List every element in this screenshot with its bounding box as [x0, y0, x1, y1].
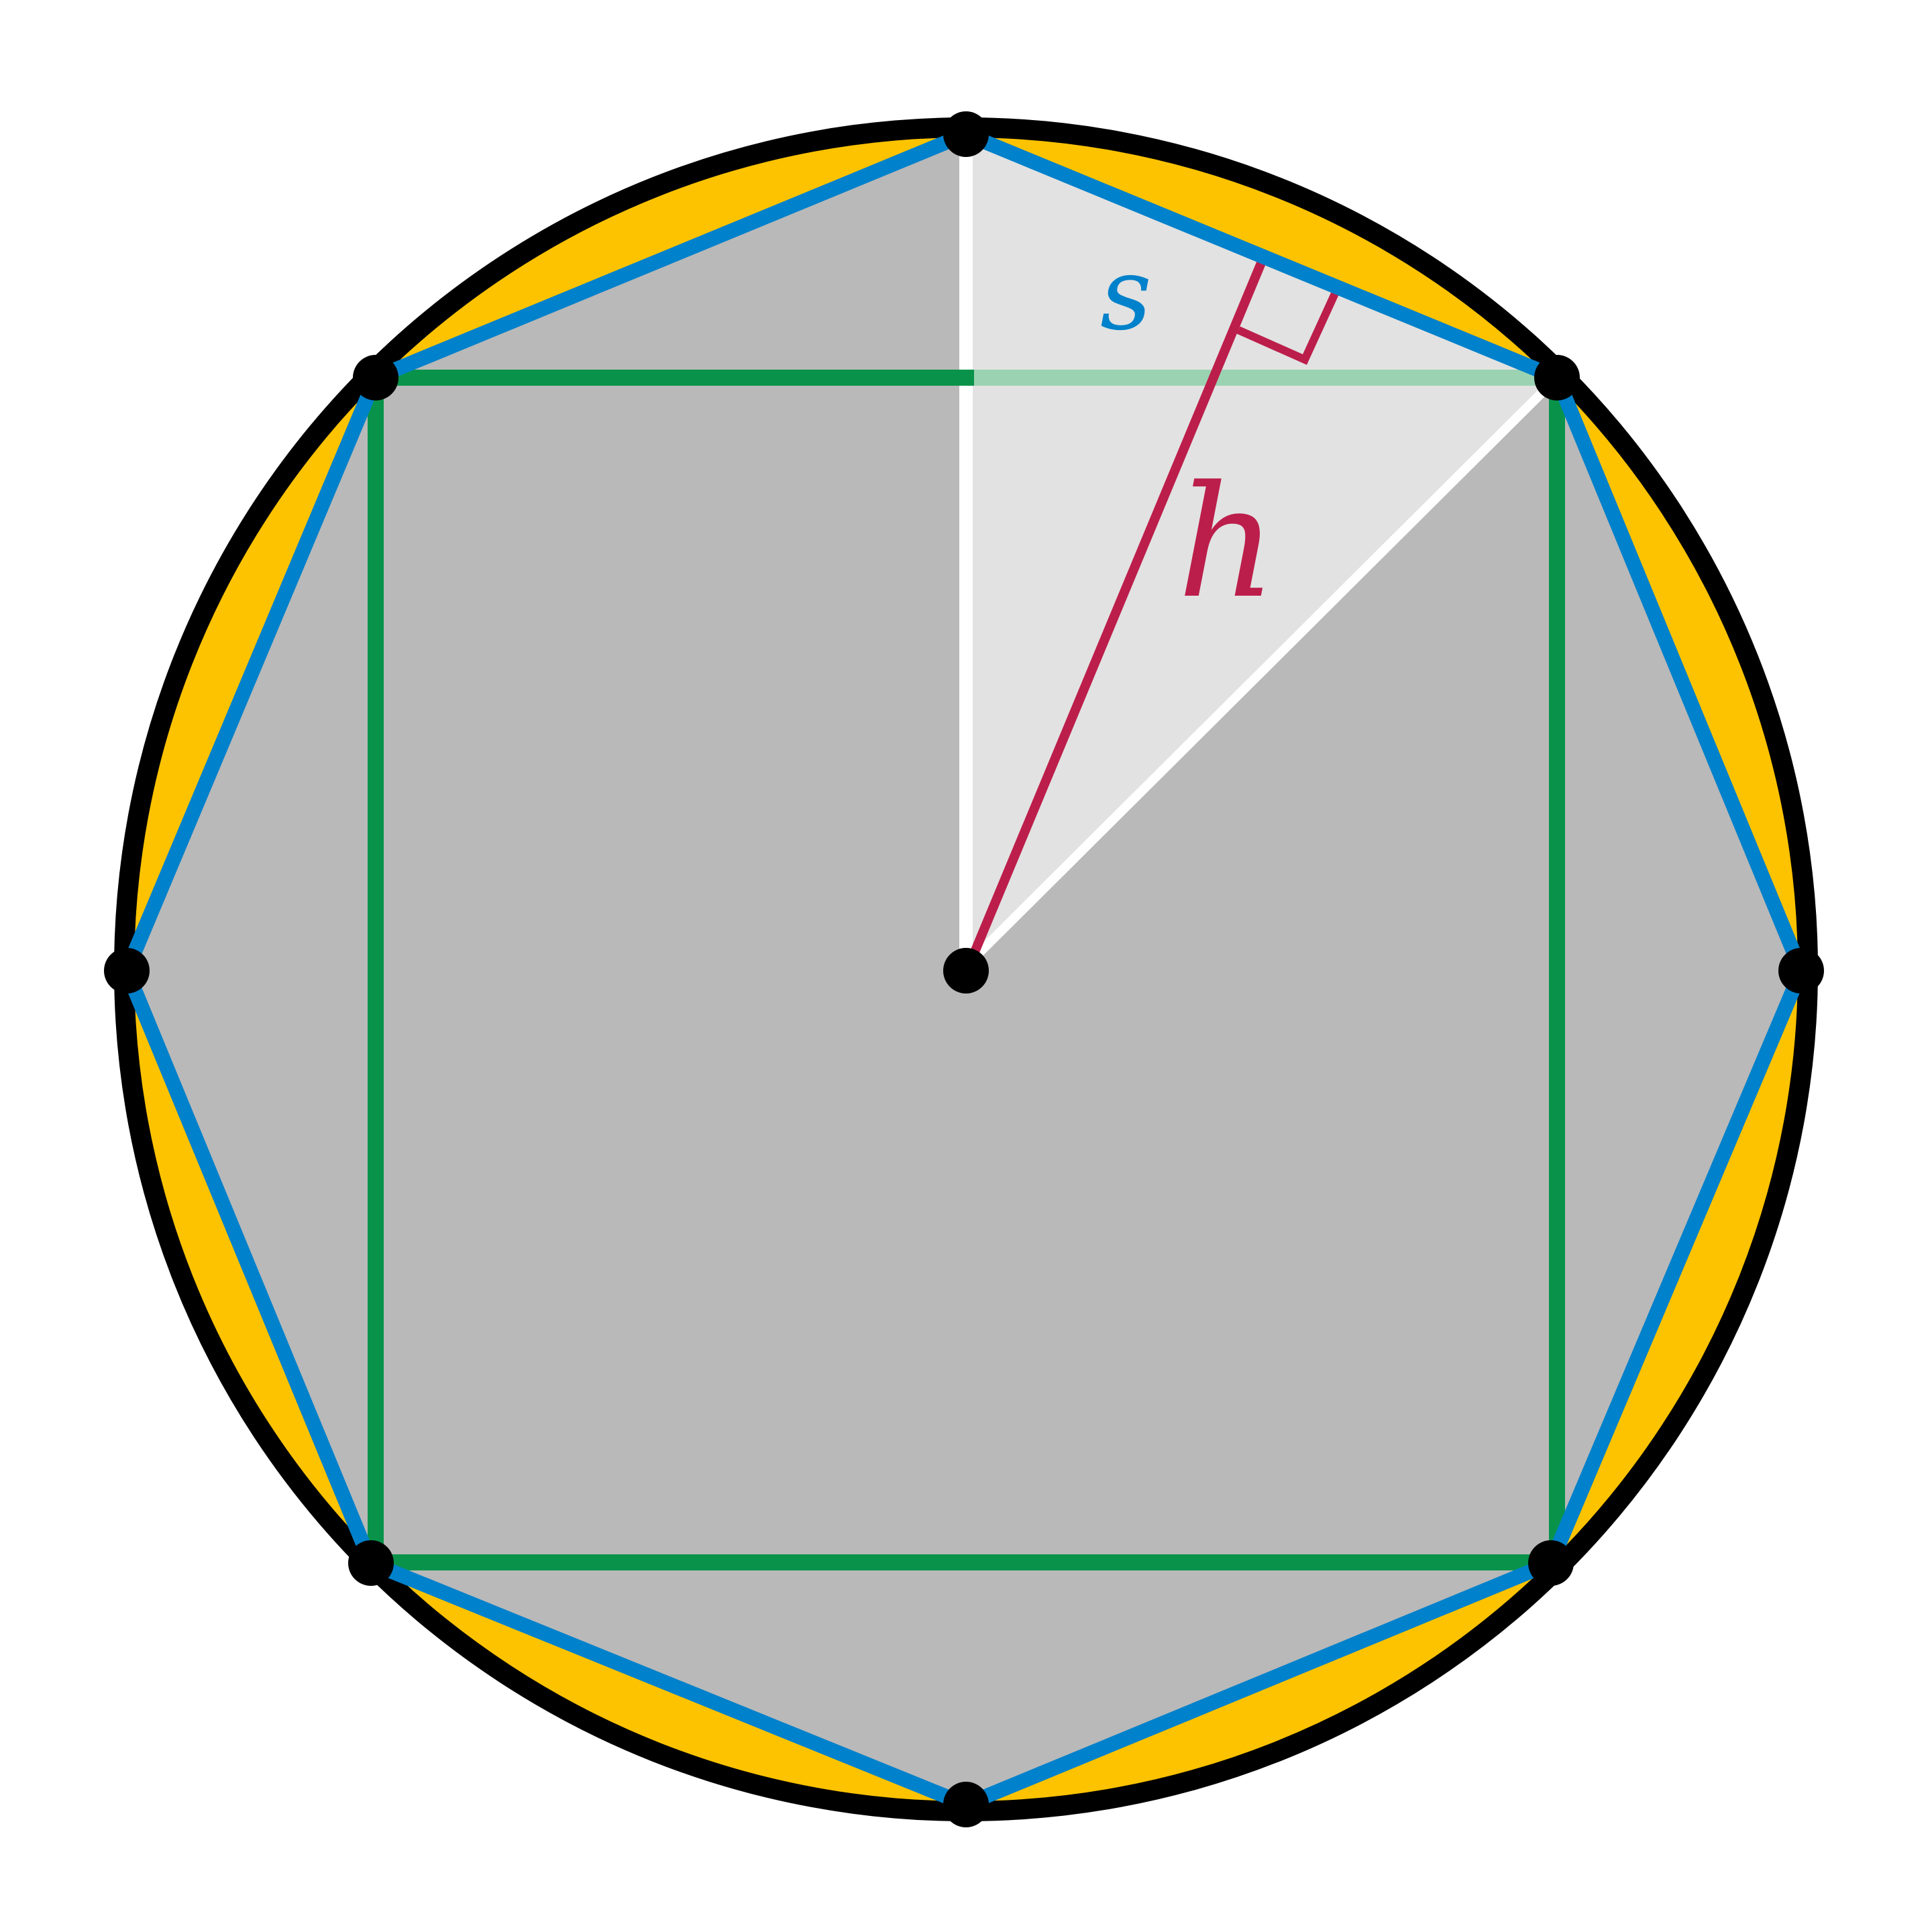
vertex-dot-right [1778, 948, 1824, 994]
right-angle-marker [1236, 287, 1341, 365]
vertex-dot-lower-left [348, 1540, 394, 1586]
vertex-dots [104, 111, 1824, 1827]
side-label-s: s [1100, 236, 1152, 353]
inscribed-square [368, 370, 1565, 1570]
apothem-label-h: h [1177, 453, 1277, 633]
sector-triangle [966, 134, 1557, 971]
center-dot [943, 948, 989, 994]
vertex-dot-lower-right [1528, 1540, 1574, 1586]
vertex-dot-left [104, 948, 150, 994]
vertex-dot-upper-right [1534, 355, 1580, 400]
vertex-dot-top [943, 111, 989, 157]
vertex-dot-upper-left [353, 355, 398, 400]
vertex-dot-bottom [943, 1782, 989, 1827]
radius-to-upper-right-vertex [968, 374, 1560, 964]
apothem-line [963, 261, 1266, 970]
